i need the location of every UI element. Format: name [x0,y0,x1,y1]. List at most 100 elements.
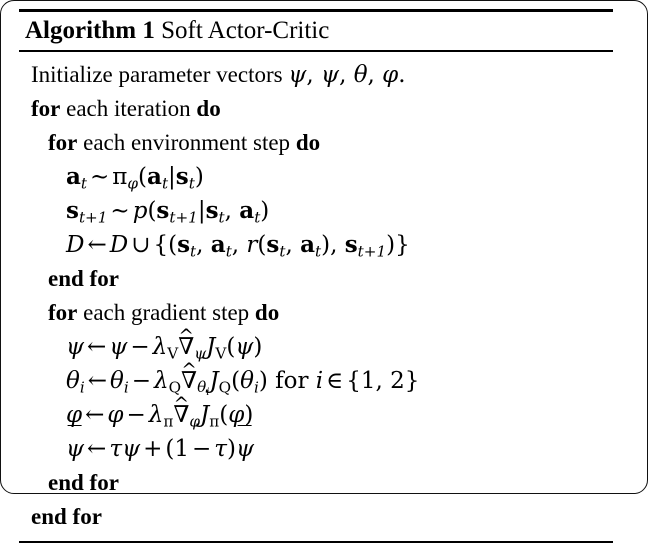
paren-open-8: ( [165,436,175,462]
algorithm-body: Initialize parameter vectors ψ, ψ, θ, φ.… [19,51,613,541]
nabla-symbol-1: ∇ [178,334,195,360]
vector-s-4: s [205,197,219,224]
overline-bar-icon-3 [237,425,252,427]
param-phi-1: φ [66,402,83,428]
paren-open-2: ( [147,198,157,224]
period-1: . [398,62,406,88]
value-one-2: 1 [174,436,190,462]
hat-accent-icon-1: ^ [178,326,194,348]
subscript-t-2: t [161,174,169,193]
objective-j-1: J [206,334,216,360]
comma-8: , [330,232,338,258]
keyword-for-grad-step: for [48,300,78,325]
operator-assign-2: ← [87,334,107,360]
conditional-bar-1: | [168,164,176,190]
subscript-i-1: i [79,378,85,397]
line-for-each-environment-step: for each environment step do [19,126,613,160]
vector-s-6: s [266,231,280,258]
target-psi-base-1: ψ [66,436,85,462]
line-end-for-gradient-step: end for [19,466,613,500]
subscript-i-2: i [123,378,129,397]
comma-4: , [224,198,232,224]
paren-open-3: ( [168,232,178,258]
comma-7: , [285,232,293,258]
param-psi-4: ψ [122,436,141,462]
paren-open-1: ( [138,164,148,190]
subscript-pi-1: π [163,412,174,431]
operator-assign-3: ← [87,368,107,394]
symbol-lambda-pi: λ [148,402,164,428]
symbol-tau-1: τ [109,436,123,462]
keyword-end-env: end [48,266,84,291]
keyword-for-end-iteration: for [72,504,102,529]
line-sample-action: at∼πφ(at|st) [19,160,613,194]
subscript-t-7: t [225,242,232,261]
keyword-do-env-step: do [295,130,321,155]
algorithm-number-label: Algorithm 1 [25,17,155,44]
line-update-theta: θi←θi−λQ^∇θiJQ(θi) for i∈{1, 2} [19,360,613,399]
subscript-theta-i-1: θi [197,378,210,399]
line-update-phi: φ←φ−λπ^∇φJπ(φ) [19,394,613,432]
paren-open-5: ( [226,334,236,360]
subscript-i-3: i [206,387,210,399]
subscript-t-4: t [218,208,225,227]
param-theta-1: θ [66,368,80,394]
operator-assign-5: ← [87,436,107,462]
text-each-grad-a: each [83,300,126,325]
value-one: 1 [360,368,376,394]
symbol-lambda-q: λ [154,368,169,394]
param-psi-3: ψ [235,334,254,360]
symbol-pi-1: π [112,164,128,190]
brace-close-1: } [395,232,410,258]
subscript-phi-1: φ [127,174,139,193]
operator-minus-3: − [126,402,146,428]
index-i: i [315,368,324,394]
operator-plus-1: + [143,436,163,462]
objective-j-2: J [209,368,219,394]
vector-a-4: a [210,231,226,258]
param-theta-2: θ [110,368,124,394]
brace-open-2: { [346,368,361,394]
subscript-v-1: V [167,344,179,363]
operator-in: ∈ [326,368,344,394]
param-psi-2: ψ [109,334,128,360]
subscript-t-5: t [254,208,261,227]
operator-minus-1: − [130,334,150,360]
subscript-t-plus-1-b: t+1 [169,208,198,227]
keyword-for-env-step: for [48,130,78,155]
gradient-estimator-3: ^∇ [173,394,189,432]
paren-close-6: ) [258,368,268,394]
target-psi-1: ψ [66,425,85,466]
line-for-each-iteration: for each iteration do [19,92,613,126]
text-each-env-b: environment step [131,130,291,155]
subscript-psi-1: ψ [194,344,207,363]
algorithm-name-label: Soft Actor-Critic [161,17,330,44]
target-psi-base-2: ψ [236,436,255,462]
comma-5: , [196,232,204,258]
operator-assign-1: ← [87,232,107,258]
nabla-symbol-2: ∇ [181,368,198,394]
objective-j-3: J [200,402,210,428]
text-each-iteration-b: iteration [114,96,191,121]
symbol-lambda-v: λ [152,334,168,360]
paren-open-6: ( [231,368,241,394]
comma-3: , [367,62,375,88]
param-psi-1: ψ [66,334,85,360]
paren-close-4: ) [386,232,396,258]
subscript-t-plus-1-c: t+1 [357,242,387,261]
comma-2: , [339,62,347,88]
keyword-for-end-grad: for [89,470,119,495]
subscript-v-2: V [215,344,227,363]
vector-s-7: s [344,231,358,258]
paren-close-8: ) [227,436,237,462]
line-append-replay-buffer: D←D∪{(st, at, r(st, at), st+1)} [19,228,613,262]
vector-s-5: s [177,231,191,258]
keyword-for-end-env: for [89,266,119,291]
operator-union: ∪ [131,232,151,258]
overline-bar-icon-2 [67,425,82,427]
symbol-psi: ψ [288,62,307,88]
line-sample-next-state: st+1∼p(st+1|st, at) [19,194,613,228]
overline-bar-icon [322,51,337,53]
subscript-q-1: Q [168,378,182,397]
subscript-i-4: i [253,378,259,397]
